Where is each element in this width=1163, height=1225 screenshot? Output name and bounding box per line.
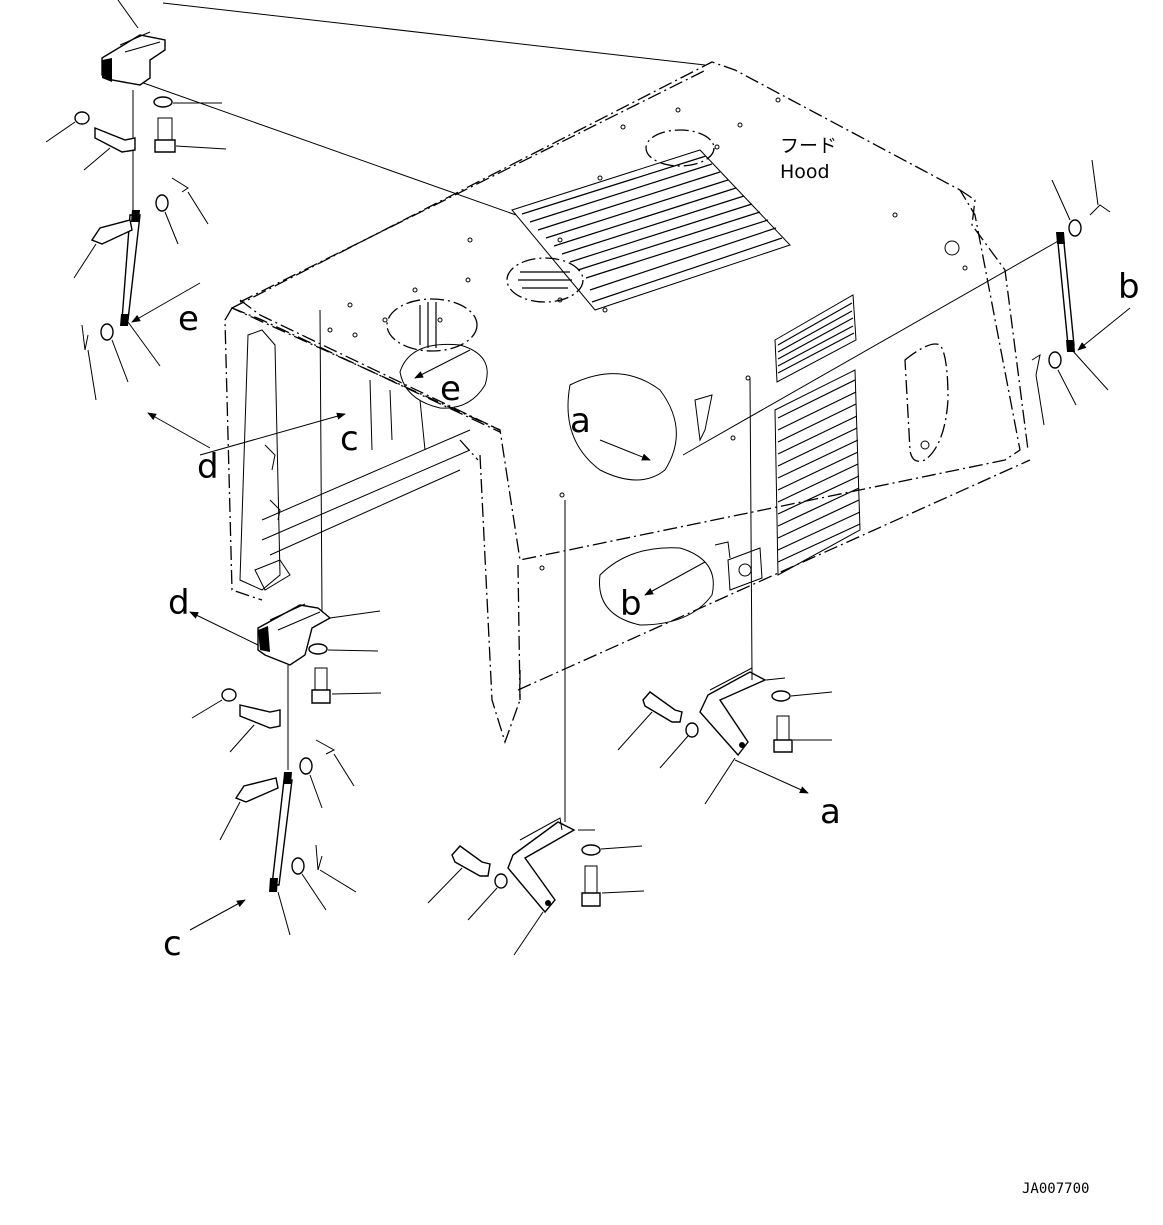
bracket-lower (507, 817, 576, 956)
washer (155, 194, 179, 245)
bolt (773, 715, 832, 753)
hinge-bottom (257, 603, 381, 666)
washer (581, 844, 643, 856)
pin (219, 777, 279, 841)
cotter-pin (81, 324, 97, 401)
washer (308, 643, 379, 655)
arrow-d-bottom (189, 611, 259, 646)
hinge-top (101, 31, 166, 86)
label-e-bubble: e (440, 369, 461, 409)
callout-e-bubble (399, 343, 488, 409)
arrow-d-top (147, 412, 211, 449)
label-b-bubble: b (620, 584, 642, 624)
top-grill (511, 149, 791, 311)
label-a-lower: a (820, 792, 841, 832)
bolt (581, 865, 645, 907)
washer (467, 873, 508, 921)
cotter-pin (1089, 159, 1111, 216)
washer (191, 688, 237, 719)
washer (45, 111, 90, 143)
callout-a-bubble (567, 373, 677, 481)
pin (73, 219, 133, 279)
washer (153, 96, 222, 108)
arrow-c-bottom (189, 899, 246, 931)
leader-lines (117, 0, 1061, 822)
bolt (311, 667, 382, 704)
cotter-pin (315, 739, 355, 787)
cotter-pin (1031, 353, 1045, 426)
cotter-pin (315, 844, 357, 893)
bolt (427, 845, 491, 904)
washer (291, 857, 327, 911)
hood-body (224, 61, 1031, 745)
bolt (83, 126, 136, 171)
bolt (154, 117, 227, 153)
arrow-a-bottom (734, 759, 809, 794)
washer (659, 722, 699, 769)
arrow-c-top (199, 412, 346, 456)
side-louvre (774, 294, 861, 576)
drawing-code: JA007700 (1022, 1181, 1089, 1197)
hood-label-en: Hood (780, 161, 830, 183)
washer (771, 690, 833, 702)
label-e: e (178, 299, 199, 339)
washer (100, 323, 129, 383)
cotter-pin (171, 177, 209, 225)
label-c-lower: c (163, 924, 182, 964)
gas-spring (269, 772, 293, 936)
arrow-e (131, 282, 201, 323)
arrow-b-right (1077, 307, 1131, 351)
round-vent (386, 257, 584, 352)
washer (299, 757, 323, 809)
label-d: d (197, 447, 219, 487)
gas-spring (120, 210, 141, 326)
callout-b-bubble (599, 547, 714, 626)
gas-spring (1056, 232, 1109, 391)
bracket-right (699, 667, 767, 805)
washer (1051, 179, 1082, 237)
bolt (229, 704, 281, 753)
bolt (617, 691, 683, 751)
label-a-bubble: a (570, 401, 591, 441)
label-c: c (340, 419, 359, 459)
washer (1048, 351, 1077, 406)
label-d-lower: d (168, 583, 190, 623)
label-b: b (1118, 267, 1140, 307)
hood-label-jp: フード (780, 135, 837, 157)
